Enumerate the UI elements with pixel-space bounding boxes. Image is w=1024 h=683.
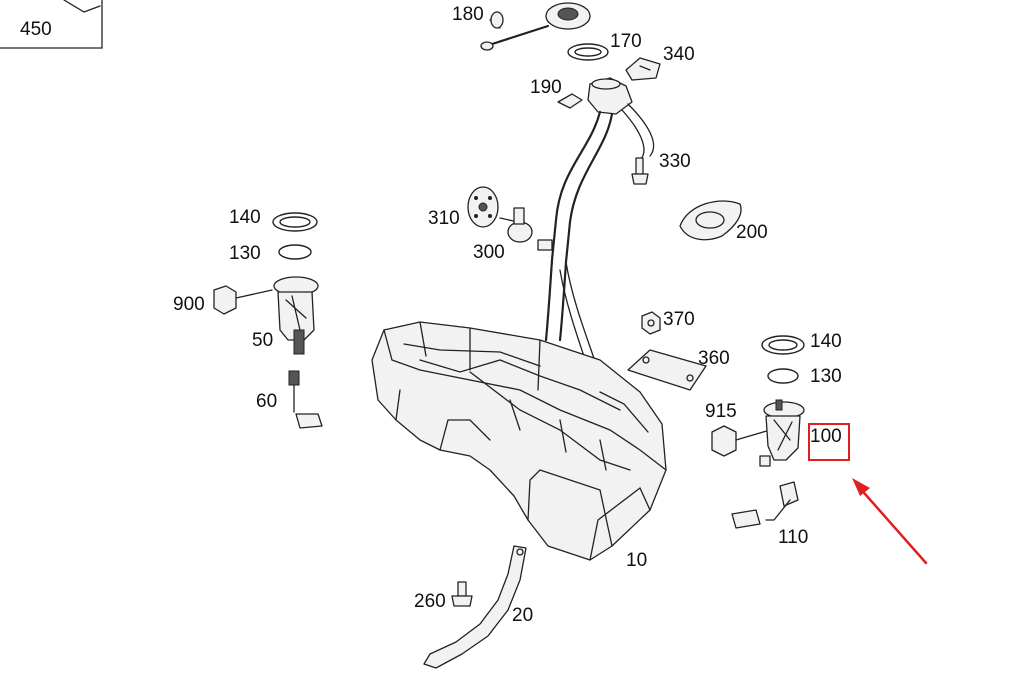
part-50-pump-module [273, 276, 319, 355]
part-label-180: 180 [452, 4, 484, 25]
part-label-190: 190 [530, 77, 562, 98]
part-label-360: 360 [698, 348, 730, 369]
part-label-310: 310 [428, 208, 460, 229]
part-label-370: 370 [663, 309, 695, 330]
part-label-50: 50 [252, 330, 274, 351]
filler-neck-pipe [537, 77, 655, 375]
part-340-plate [625, 57, 661, 81]
part-label-130-left: 130 [229, 243, 261, 264]
part-370-nut [641, 311, 661, 335]
highlight-box-part-100 [808, 423, 850, 461]
red-pointer-arrow [852, 478, 928, 565]
part-110-sender [731, 481, 799, 529]
part-915-connector [711, 425, 771, 457]
part-900-connector [213, 285, 273, 315]
part-label-10: 10 [626, 550, 648, 571]
part-label-100: 100 [810, 426, 842, 447]
part-130-ring-right [767, 368, 799, 384]
part-60-sender [288, 370, 323, 429]
part-label-450: 450 [20, 19, 52, 40]
part-label-130-right: 130 [810, 366, 842, 387]
part-label-260: 260 [414, 591, 446, 612]
part-170-ring [567, 43, 609, 61]
part-130-ring-left [278, 244, 312, 260]
part-label-300: 300 [473, 242, 505, 263]
part-20-strap [423, 545, 527, 669]
part-450-box [0, 0, 103, 49]
part-label-140-left: 140 [229, 207, 261, 228]
part-260-bolt [451, 581, 473, 607]
part-label-110: 110 [778, 527, 809, 548]
part-label-915: 915 [705, 401, 737, 422]
part-label-330: 330 [659, 151, 691, 172]
part-300-valve [499, 207, 533, 243]
part-360-pad [627, 349, 707, 391]
part-label-140-right: 140 [810, 331, 842, 352]
part-310-cover [467, 186, 499, 228]
part-label-340: 340 [663, 44, 695, 65]
part-190-gasket [557, 93, 583, 109]
part-label-60: 60 [256, 391, 278, 412]
part-label-200: 200 [736, 222, 768, 243]
part-330-bolt [631, 157, 649, 185]
part-label-170: 170 [610, 31, 642, 52]
part-label-900: 900 [173, 294, 205, 315]
part-100-pump-unit [759, 399, 805, 467]
part-140-ring-left [272, 212, 318, 232]
part-10-fuel-tank [371, 321, 667, 561]
part-200-cover [679, 200, 742, 241]
part-label-20: 20 [512, 605, 534, 626]
part-180-cap-tether [480, 2, 591, 51]
part-140-ring-right [761, 335, 805, 355]
